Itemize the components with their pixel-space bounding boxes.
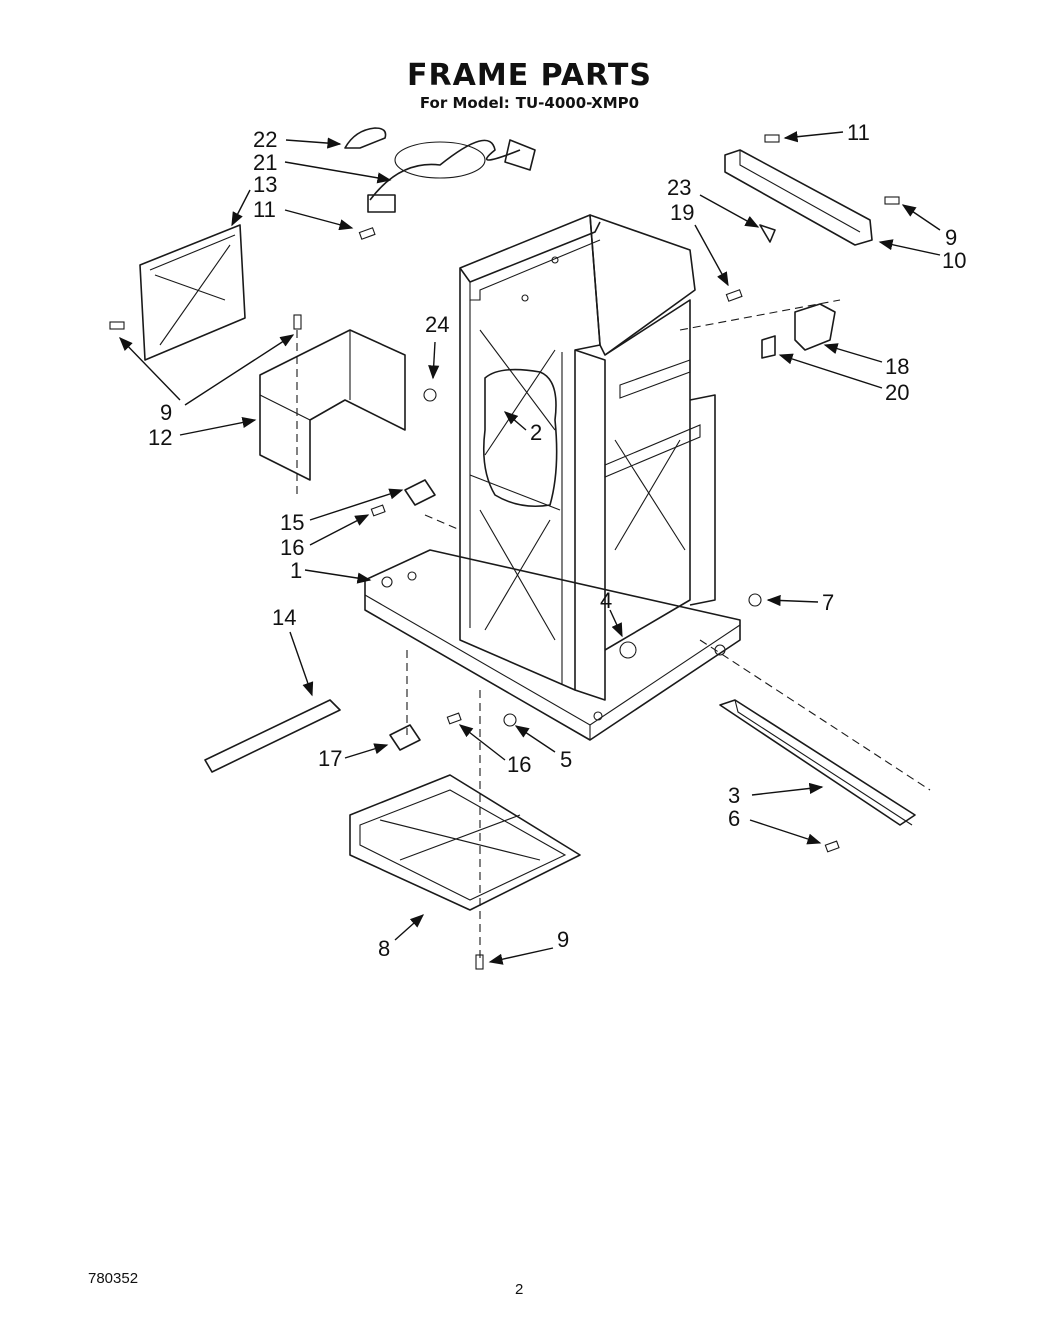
callout-9: 9 — [557, 927, 569, 952]
callout-20: 20 — [885, 380, 909, 405]
callout-11: 11 — [253, 197, 276, 222]
model-prefix: For Model: — [419, 94, 510, 112]
part-12-cover — [259, 329, 406, 481]
callout-9: 9 — [160, 400, 172, 425]
callout-15: 15 — [280, 510, 304, 535]
callout-6: 6 — [728, 806, 740, 831]
callout-21: 21 — [253, 150, 277, 175]
page-number: 2 — [515, 1281, 524, 1298]
callout-14: 14 — [272, 605, 296, 630]
callout-7: 7 — [822, 590, 834, 615]
model-number: TU-4000-XMP0 — [515, 94, 640, 112]
callout-11: 11 — [847, 120, 870, 145]
callout-16: 16 — [280, 535, 304, 560]
callout-18: 18 — [885, 354, 909, 379]
model-line: For Model: TU-4000-XMP0 — [0, 94, 1059, 112]
callout-16: 16 — [507, 752, 531, 777]
callout-12: 12 — [148, 425, 172, 450]
callout-17: 17 — [318, 746, 342, 771]
hardware-screws — [109, 134, 900, 970]
part-21-power-cord — [367, 139, 536, 213]
part-10-bracket — [724, 149, 873, 246]
callout-23: 23 — [667, 175, 691, 200]
callout-4: 4 — [600, 588, 612, 613]
callout-19: 19 — [670, 200, 694, 225]
callout-numbers: 22 21 13 11 11 23 19 9 10 24 18 20 2 9 1… — [148, 120, 966, 961]
part-8-base-tray — [349, 774, 581, 911]
callout-9: 9 — [945, 225, 957, 250]
part-22-clip — [344, 127, 387, 149]
callout-13: 13 — [253, 172, 277, 197]
part-13-panel — [139, 224, 246, 361]
alignment-lines — [296, 299, 931, 960]
page-title: FRAME PARTS — [407, 58, 652, 93]
part-14-strip — [204, 699, 341, 773]
callout-5: 5 — [560, 747, 572, 772]
callout-3: 3 — [728, 783, 740, 808]
callout-2: 2 — [530, 420, 542, 445]
callout-22: 22 — [253, 127, 277, 152]
leader-lines — [119, 131, 941, 965]
cabinet-frame — [364, 214, 741, 741]
callout-24: 24 — [425, 312, 449, 337]
callout-1: 1 — [290, 558, 302, 583]
callout-10: 10 — [942, 248, 966, 273]
part-18-switch — [761, 303, 836, 359]
part-3-rail — [719, 699, 916, 826]
callout-8: 8 — [378, 936, 390, 961]
document-number: 780352 — [88, 1270, 139, 1287]
